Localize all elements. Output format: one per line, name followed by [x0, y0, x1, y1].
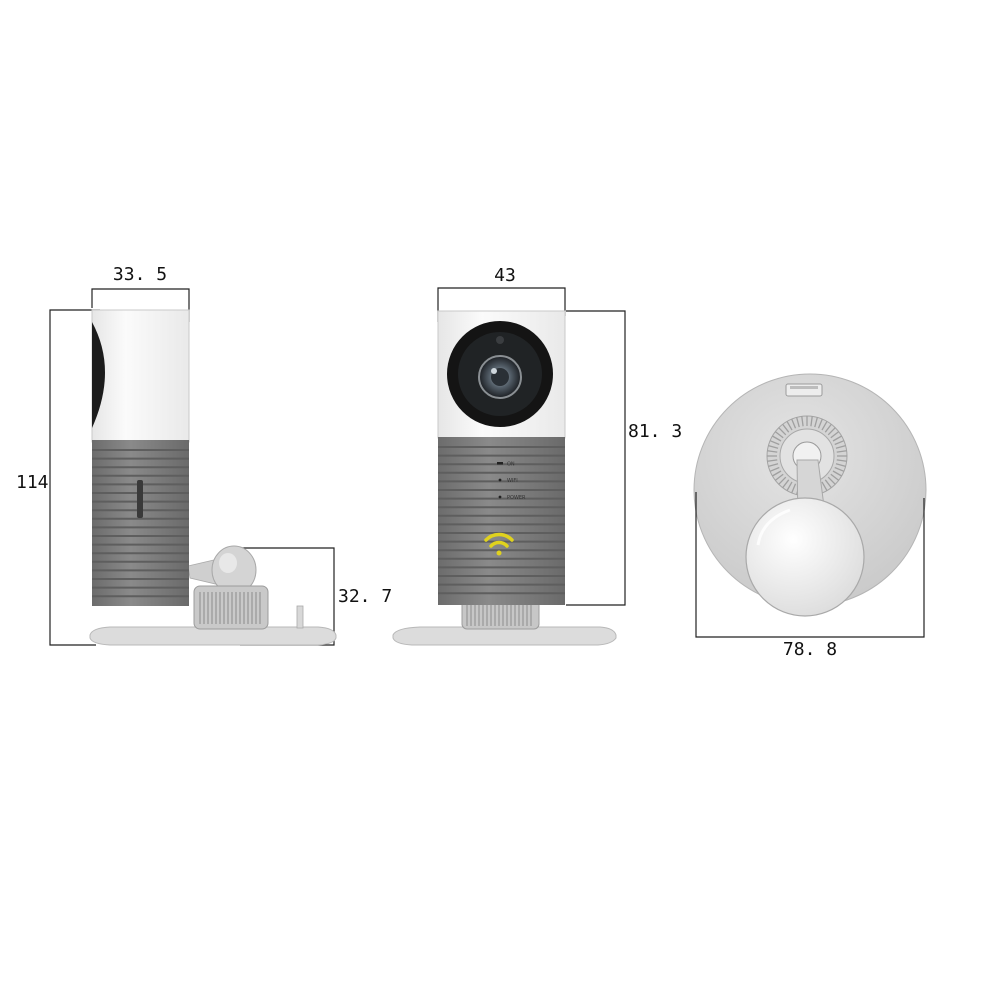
ring-knurl-tooth — [782, 479, 790, 489]
base-diameter-dimension-line — [695, 492, 925, 638]
ring-knurl-tooth — [772, 470, 782, 477]
ring-knurl-tooth — [774, 431, 784, 439]
ring-knurl-tooth — [832, 470, 842, 477]
side-view — [49, 288, 337, 646]
ring-knurl-tooth — [767, 459, 778, 462]
front-width-dimension-line — [437, 287, 566, 322]
camera-lens-icon — [447, 321, 553, 427]
side-mount-ball-highlight — [219, 553, 237, 573]
ring-knurl-tooth — [778, 476, 787, 485]
dimension-base-diameter: 78. 8 — [783, 639, 837, 660]
ring-knurl-tooth — [821, 421, 828, 431]
front-nut-knurling — [466, 603, 532, 626]
mounting-pad — [745, 497, 865, 617]
ring-knurl-tooth — [786, 481, 793, 491]
ring-knurl-tooth — [821, 481, 828, 491]
ring-knurl-tooth — [774, 473, 784, 481]
ring-knurl-tooth — [769, 440, 780, 446]
cable-clip — [785, 383, 823, 397]
ring-knurl-tooth — [830, 473, 840, 481]
dimension-base-height: 32. 7 — [338, 586, 392, 607]
front-view: ON WIFI POWER — [392, 287, 626, 646]
ring-knurl-tooth — [814, 417, 818, 428]
ring-knurl-tooth — [832, 435, 842, 442]
front-led-indicators: ON WIFI POWER — [497, 462, 526, 501]
ring-knurl-tooth — [796, 417, 800, 428]
ring-knurl-tooth — [836, 450, 847, 453]
ring-knurl-tooth — [834, 466, 845, 472]
side-body-grey — [92, 440, 189, 606]
side-nut-knurling — [199, 592, 261, 624]
ring-knurl-tooth — [768, 445, 779, 449]
ring-knurl-tooth — [769, 466, 780, 472]
side-button — [137, 480, 143, 518]
ring-knurl-tooth — [810, 416, 813, 427]
ring-knurl-tooth — [836, 459, 847, 462]
ring-knurl-tooth — [830, 431, 840, 439]
ring-knurl-tooth — [817, 418, 823, 429]
side-knurled-nut — [193, 585, 269, 630]
pad-highlight — [756, 508, 791, 546]
dimension-front-height: 81. 3 — [628, 421, 682, 442]
led-label-wifi: WIFI — [507, 478, 518, 484]
ring-knurl-tooth — [827, 476, 836, 485]
ring-knurl-tooth — [827, 427, 836, 436]
dimension-front-width: 43 — [494, 265, 516, 286]
ring-knurl-tooth — [782, 423, 790, 433]
side-height-dimension-line — [49, 309, 100, 646]
ring-knurl-tooth — [824, 479, 832, 489]
ring-knurl-tooth — [824, 423, 832, 433]
wifi-icon — [484, 532, 514, 556]
ring-knurl-tooth — [791, 483, 797, 494]
ring-knurl-tooth — [801, 416, 804, 427]
ring-knurl-tooth — [778, 427, 787, 436]
ring-knurl-tooth — [786, 421, 793, 431]
ring-knurl-tooth — [772, 435, 782, 442]
front-height-dimension-line — [566, 310, 626, 606]
led-label-power: POWER — [507, 495, 526, 501]
side-lens-bulge — [92, 322, 105, 428]
led-label-on: ON — [507, 462, 515, 468]
top-view — [693, 373, 927, 638]
side-width-dimension-line — [91, 288, 190, 322]
dimension-side-height: 114 — [16, 472, 49, 493]
side-body-white — [91, 309, 190, 443]
ring-knurl-tooth — [834, 440, 845, 446]
side-base-plate — [89, 626, 337, 646]
front-base-plate — [392, 626, 617, 646]
ring-knurl-tooth — [835, 445, 846, 449]
ring-knurl-tooth — [767, 450, 778, 453]
dimension-side-width: 33. 5 — [113, 264, 167, 285]
ring-knurl-tooth — [791, 418, 797, 429]
ring-knurl-tooth — [835, 463, 846, 467]
side-base-pin — [296, 605, 304, 629]
ring-knurl-tooth — [768, 463, 779, 467]
cable-clip-slot — [790, 386, 818, 389]
